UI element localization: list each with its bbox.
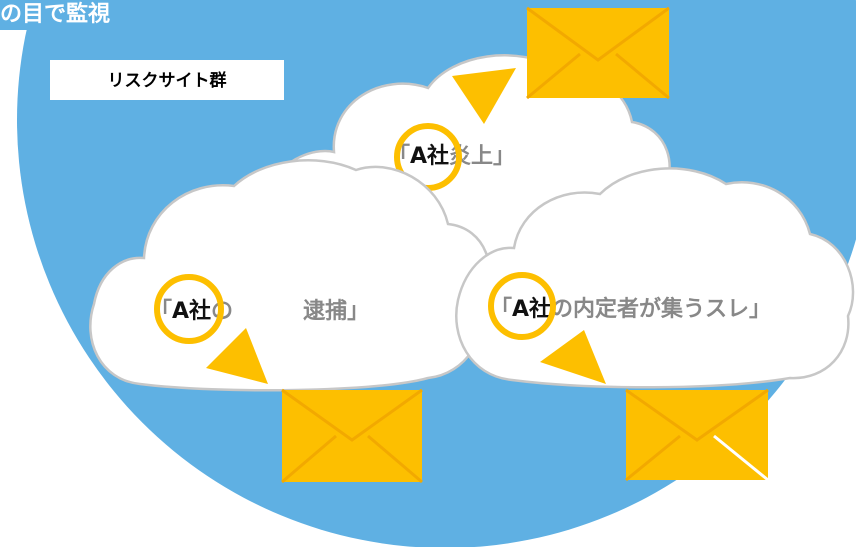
- cloud-right-company: A社: [512, 296, 551, 322]
- risk-sites-label: リスクサイト群: [108, 70, 227, 91]
- cloud-right-shape: [455, 167, 855, 389]
- cloud-left-shape: [89, 159, 491, 392]
- title-text: の目で監視: [0, 2, 110, 27]
- magnifier-icon: [488, 272, 556, 340]
- cloud-right-rest: の内定者が集うスレ」: [551, 296, 771, 322]
- envelope-icon: [281, 388, 423, 484]
- title-banner: の目で監視: [0, 0, 182, 30]
- cloud-top-text: 「A社炎上」: [388, 143, 515, 169]
- cloud-right: 「A社の内定者が集うスレ」: [455, 167, 855, 389]
- cloud-left: 「A社の逮捕」: [89, 159, 491, 392]
- pointer-right-icon: [540, 330, 606, 384]
- pointer-top-icon: [452, 68, 516, 124]
- cloud-right-text: 「A社の内定者が集うスレ」: [490, 296, 771, 322]
- cloud-left-rest: 逮捕」: [303, 298, 369, 324]
- cloud-left-company: A社: [172, 298, 211, 324]
- cloud-top-company: A社: [410, 143, 449, 169]
- pointer-left-icon: [206, 328, 268, 384]
- risk-sites-label-box: リスクサイト群: [50, 60, 284, 100]
- envelope-icon: [625, 388, 769, 482]
- envelope-icon: [526, 6, 670, 100]
- magnifier-icon: [154, 274, 224, 344]
